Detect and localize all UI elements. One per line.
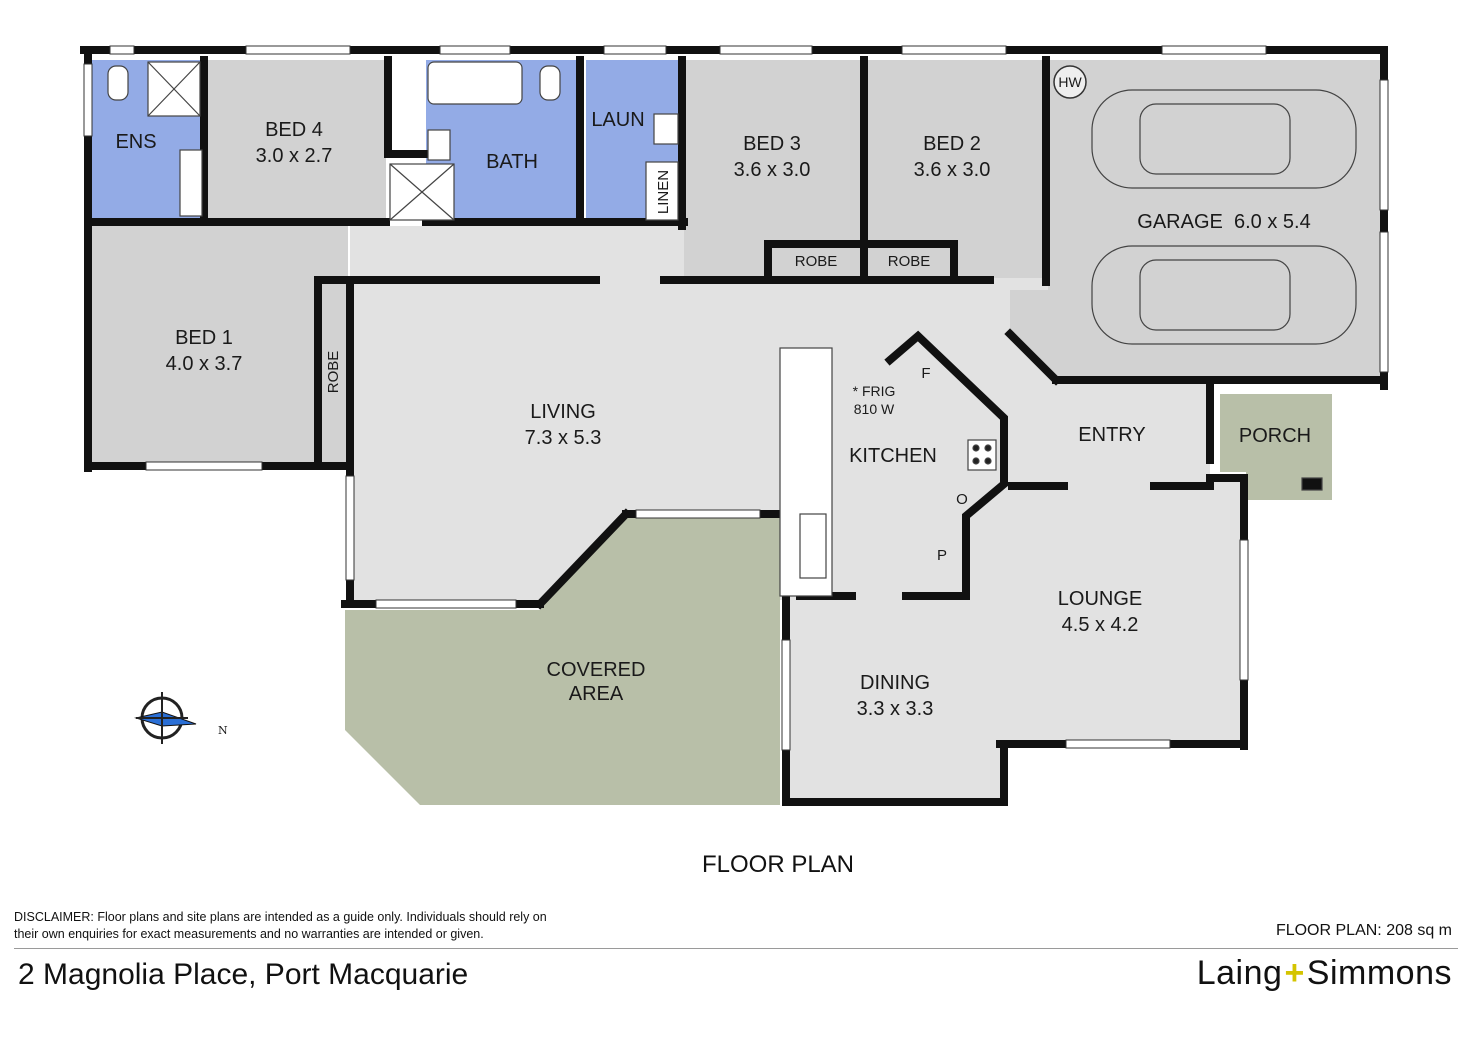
label-bed1-size: 4.0 x 3.7 [166, 353, 243, 375]
label-living-name: LIVING [530, 401, 596, 423]
label-hw: HW [1058, 74, 1082, 90]
plan-title: FLOOR PLAN [701, 851, 855, 878]
vanity-bath [427, 129, 451, 161]
toilet-bath [539, 65, 561, 101]
car-top [1091, 89, 1357, 189]
label-garage: GARAGE 6.0 x 5.4 [1137, 211, 1310, 233]
label-lounge-name: LOUNGE [1058, 588, 1142, 610]
room-labels: ENS BED 4 3.0 x 2.7 BATH LAUN LINEN BED … [115, 74, 1311, 720]
footer-divider [14, 948, 1458, 949]
label-porch: PORCH [1239, 425, 1311, 447]
porch-light [1301, 477, 1323, 491]
brand-right: Simmons [1306, 954, 1452, 992]
label-lounge-size: 4.5 x 4.2 [1062, 614, 1139, 636]
label-bed2-name: BED 2 [923, 133, 981, 155]
disclaimer: DISCLAIMER: Floor plans and site plans a… [14, 910, 547, 941]
label-robe-bed3: ROBE [795, 253, 838, 270]
porch-floor [1220, 394, 1332, 500]
bathtub [427, 61, 523, 105]
label-frig-2: 810 W [854, 401, 895, 417]
label-bed4-name: BED 4 [265, 119, 323, 141]
laundry-tub [653, 113, 679, 145]
label-fridge: F [921, 365, 930, 382]
label-oven: O [956, 491, 968, 508]
windows [83, 45, 1389, 751]
label-robe-bed2: ROBE [888, 253, 931, 270]
label-ens: ENS [115, 131, 156, 153]
bed4-floor [206, 60, 386, 222]
toilet-ens [107, 65, 129, 101]
north-label: N [218, 724, 228, 737]
cooktop [967, 439, 997, 471]
label-linen: LINEN [655, 170, 672, 214]
label-bed2-size: 3.6 x 3.0 [914, 159, 991, 181]
floor-fills [92, 60, 1384, 805]
label-laun: LAUN [591, 109, 644, 131]
label-bed3-size: 3.6 x 3.0 [734, 159, 811, 181]
label-pantry: P [937, 547, 947, 564]
linen-cupboard [645, 161, 679, 221]
brand-plus: + [1284, 954, 1305, 992]
brand-left: Laing [1196, 954, 1283, 992]
covered-area-floor [345, 514, 780, 805]
hot-water-unit [1053, 65, 1087, 99]
label-dining-size: 3.3 x 3.3 [857, 698, 934, 720]
label-bed1-name: BED 1 [175, 327, 233, 349]
compass-icon [134, 692, 197, 744]
fixtures [107, 61, 1357, 597]
label-kitchen: KITCHEN [849, 445, 937, 467]
floor-area: FLOOR PLAN: 208 sq m [1275, 922, 1452, 939]
label-bed3-name: BED 3 [743, 133, 801, 155]
brand-logo: Laing+Simmons [1197, 954, 1452, 993]
label-covered-2: AREA [569, 683, 624, 705]
label-bed4-size: 3.0 x 2.7 [256, 145, 333, 167]
label-frig-1: * FRIG [853, 383, 896, 399]
bed1-floor [92, 226, 348, 462]
label-living-size: 7.3 x 5.3 [525, 427, 602, 449]
property-address: 2 Magnolia Place, Port Macquarie [18, 958, 469, 991]
label-bath: BATH [486, 151, 538, 173]
label-entry: ENTRY [1078, 424, 1145, 446]
label-robe-bed1: ROBE [325, 351, 342, 394]
label-dining-name: DINING [860, 672, 930, 694]
label-covered-1: COVERED [547, 659, 646, 681]
vanity-ens [179, 149, 203, 217]
sink [799, 513, 827, 579]
floor-plan: N ENS BED 4 3.0 x 2.7 BATH LAUN LINEN BE… [80, 45, 1389, 806]
car-bottom [1091, 245, 1357, 345]
